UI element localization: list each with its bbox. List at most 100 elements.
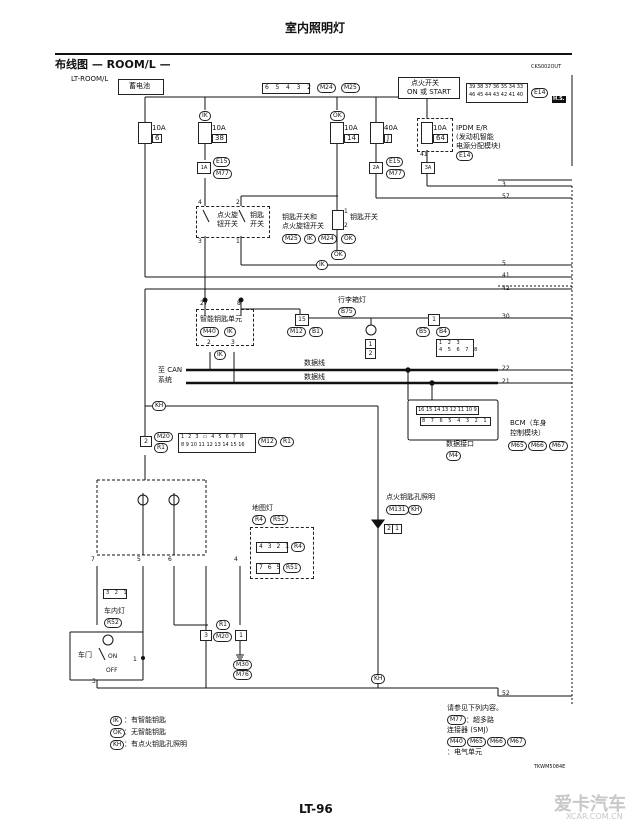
pin-ks-2b: 2	[344, 222, 348, 229]
conn-M131: M131	[386, 505, 409, 515]
fuse-6-amp: 10A	[152, 124, 166, 132]
key-switch-label-2: 开关	[250, 220, 264, 228]
b5-row2: 4 5 6 7 8	[439, 347, 480, 353]
conn-M65: M65	[508, 441, 527, 451]
code-KH-mid: KH	[408, 505, 423, 515]
legend-ik-text: ：有智能钥匙	[124, 716, 166, 724]
b5-row1: 1 2 3	[439, 340, 462, 346]
pin-room-3b: 3	[92, 678, 96, 685]
conn-R4-b: R4	[291, 542, 305, 552]
pin-bcm-5: 5	[502, 260, 506, 267]
conn-M12-mid: M12	[258, 437, 277, 447]
pin-bcm-42: 42	[502, 285, 510, 292]
m12-row2: 8 9 10 11 12 13 14 15 16	[181, 442, 245, 448]
refer-text-4: ：电气单元	[447, 748, 482, 756]
m4-row1: 16 15 14 13 12 11 10 9	[416, 406, 479, 415]
pin-bcm-41: 41	[502, 272, 510, 279]
pin-m20-1: 1	[235, 630, 247, 641]
conn-R51: R51	[270, 515, 288, 525]
can-label-2: 系统	[158, 376, 172, 384]
pin-bcm-21: 21	[502, 378, 510, 385]
pin-trunk-2: 2	[365, 348, 376, 359]
e14-row2: 46 45 44 43 42 41 40	[469, 92, 524, 98]
conn-B75: B75	[338, 307, 356, 317]
top-connector-pins: 6 5 4 3 2 1	[265, 84, 324, 91]
refer-conn-M40: M40	[447, 737, 466, 747]
header-rule	[55, 53, 572, 55]
refer-text-3: 连接器 (SMJ)	[447, 726, 489, 734]
refer-conn-M66: M66	[487, 737, 506, 747]
fuse-14-num: 14	[344, 134, 359, 143]
pin-m20-2: 2	[140, 436, 152, 447]
data-connector-label: 数据接口	[446, 440, 474, 448]
conn-M25-top: M25	[341, 83, 360, 93]
off-label: OFF	[106, 667, 118, 674]
intelligent-key-unit	[196, 309, 254, 346]
bcm-label-2: 控制模块）	[510, 429, 545, 437]
m4-row2: 8 7 6 5 4 3 2 1	[420, 417, 491, 426]
fuse-14-box	[330, 122, 344, 144]
code-OK-line: OK	[331, 250, 346, 260]
m4-connector: 16 15 14 13 12 11 10 9 8 7 6 5 4 3 2 1	[416, 406, 492, 428]
refer-conn-M67: M67	[507, 737, 526, 747]
conn-B1: B1	[309, 327, 323, 337]
watermark-logo: 爱卡汽车	[554, 794, 626, 815]
code-IK-fuse38: IK	[199, 111, 211, 121]
intelligent-key-label: 智能钥匙单元	[200, 315, 242, 323]
fuse-64-num: 64	[433, 134, 448, 143]
pin-ks-2: 2	[236, 199, 240, 206]
refer-conn-M65: M65	[467, 737, 486, 747]
top-connector: 6 5 4 3 2 1	[262, 83, 321, 94]
b5-connector: 1 2 3 4 5 6 7 8	[436, 339, 477, 357]
refer-conn-M77: M77	[447, 715, 466, 725]
conn-M30: M30	[233, 660, 252, 670]
door-label: 车门	[78, 651, 92, 659]
trunk-lamp-label: 行李箱灯	[338, 296, 366, 304]
conn-R1-upper: R1	[154, 443, 168, 453]
r52-connector: 3 2 1	[103, 589, 127, 599]
key-and-knob-label-2: 点火旋钮开关	[282, 222, 324, 230]
ipdm-label-1: IPDM E/R	[456, 124, 488, 132]
ignition-switch-label: 点火开关	[411, 79, 439, 87]
legend-ok-text: ：无智能钥匙	[124, 728, 166, 736]
code-OK-fuse14: OK	[330, 111, 345, 121]
conn-R1-lower: R1	[216, 620, 230, 630]
pin-ks-1: 1	[236, 238, 240, 245]
pin-bcm-30: 30	[502, 313, 510, 320]
pin-ks-3: 3	[198, 238, 202, 245]
r4-row1: 4 3 2 1	[259, 543, 291, 550]
code-KH-bottom: KH	[371, 674, 386, 684]
conn-M77-right: M77	[386, 169, 405, 179]
pin-trunk-1r: 1	[428, 314, 440, 326]
fuse-38-amp: 10A	[212, 124, 226, 132]
key-and-knob-label-1: 钥匙开关和	[282, 213, 317, 221]
legend-kh-text: ：有点火钥匙孔照明	[124, 740, 187, 748]
pin-room-3a: 3	[200, 630, 212, 641]
conn-R52: R52	[104, 618, 122, 628]
legend-code-IK: IK	[110, 716, 122, 726]
watermark-url: XCAR.COM.CN	[566, 812, 623, 821]
can-label-1: 至 CAN	[158, 366, 183, 374]
conn-M67: M67	[549, 441, 568, 451]
conn-M77-left: M77	[213, 169, 232, 179]
section-heading: 布线图 — ROOM/L —	[55, 58, 171, 71]
battery-box: 蓄电池	[118, 79, 164, 95]
pin-ik-3: 3	[231, 339, 235, 346]
map-lamp-connectors	[250, 527, 314, 579]
key-switch-right-label: 钥匙开关	[350, 213, 378, 221]
m12-connector: 1 2 3 ▭ 4 5 6 7 8 8 9 10 11 12 13 14 15 …	[178, 433, 256, 453]
pin-room-7: 7	[91, 556, 95, 563]
fuse-38-num: 38	[212, 134, 227, 143]
conn-M24-ks: M24	[318, 234, 337, 244]
diagram-name: LT-ROOM/L	[71, 75, 109, 83]
fuse-14-amp: 10A	[344, 124, 358, 132]
pin-ks-1b: 1	[344, 208, 348, 215]
conn-M20-lower: M20	[213, 632, 232, 642]
fuse-64-box	[421, 122, 433, 144]
code-IK-can: IK	[214, 350, 226, 360]
on-label: ON	[108, 653, 118, 660]
conn-M24-top: M24	[317, 83, 336, 93]
r51-connector: 7 6 5	[256, 563, 280, 574]
hs-badge: H.S.	[552, 96, 566, 103]
